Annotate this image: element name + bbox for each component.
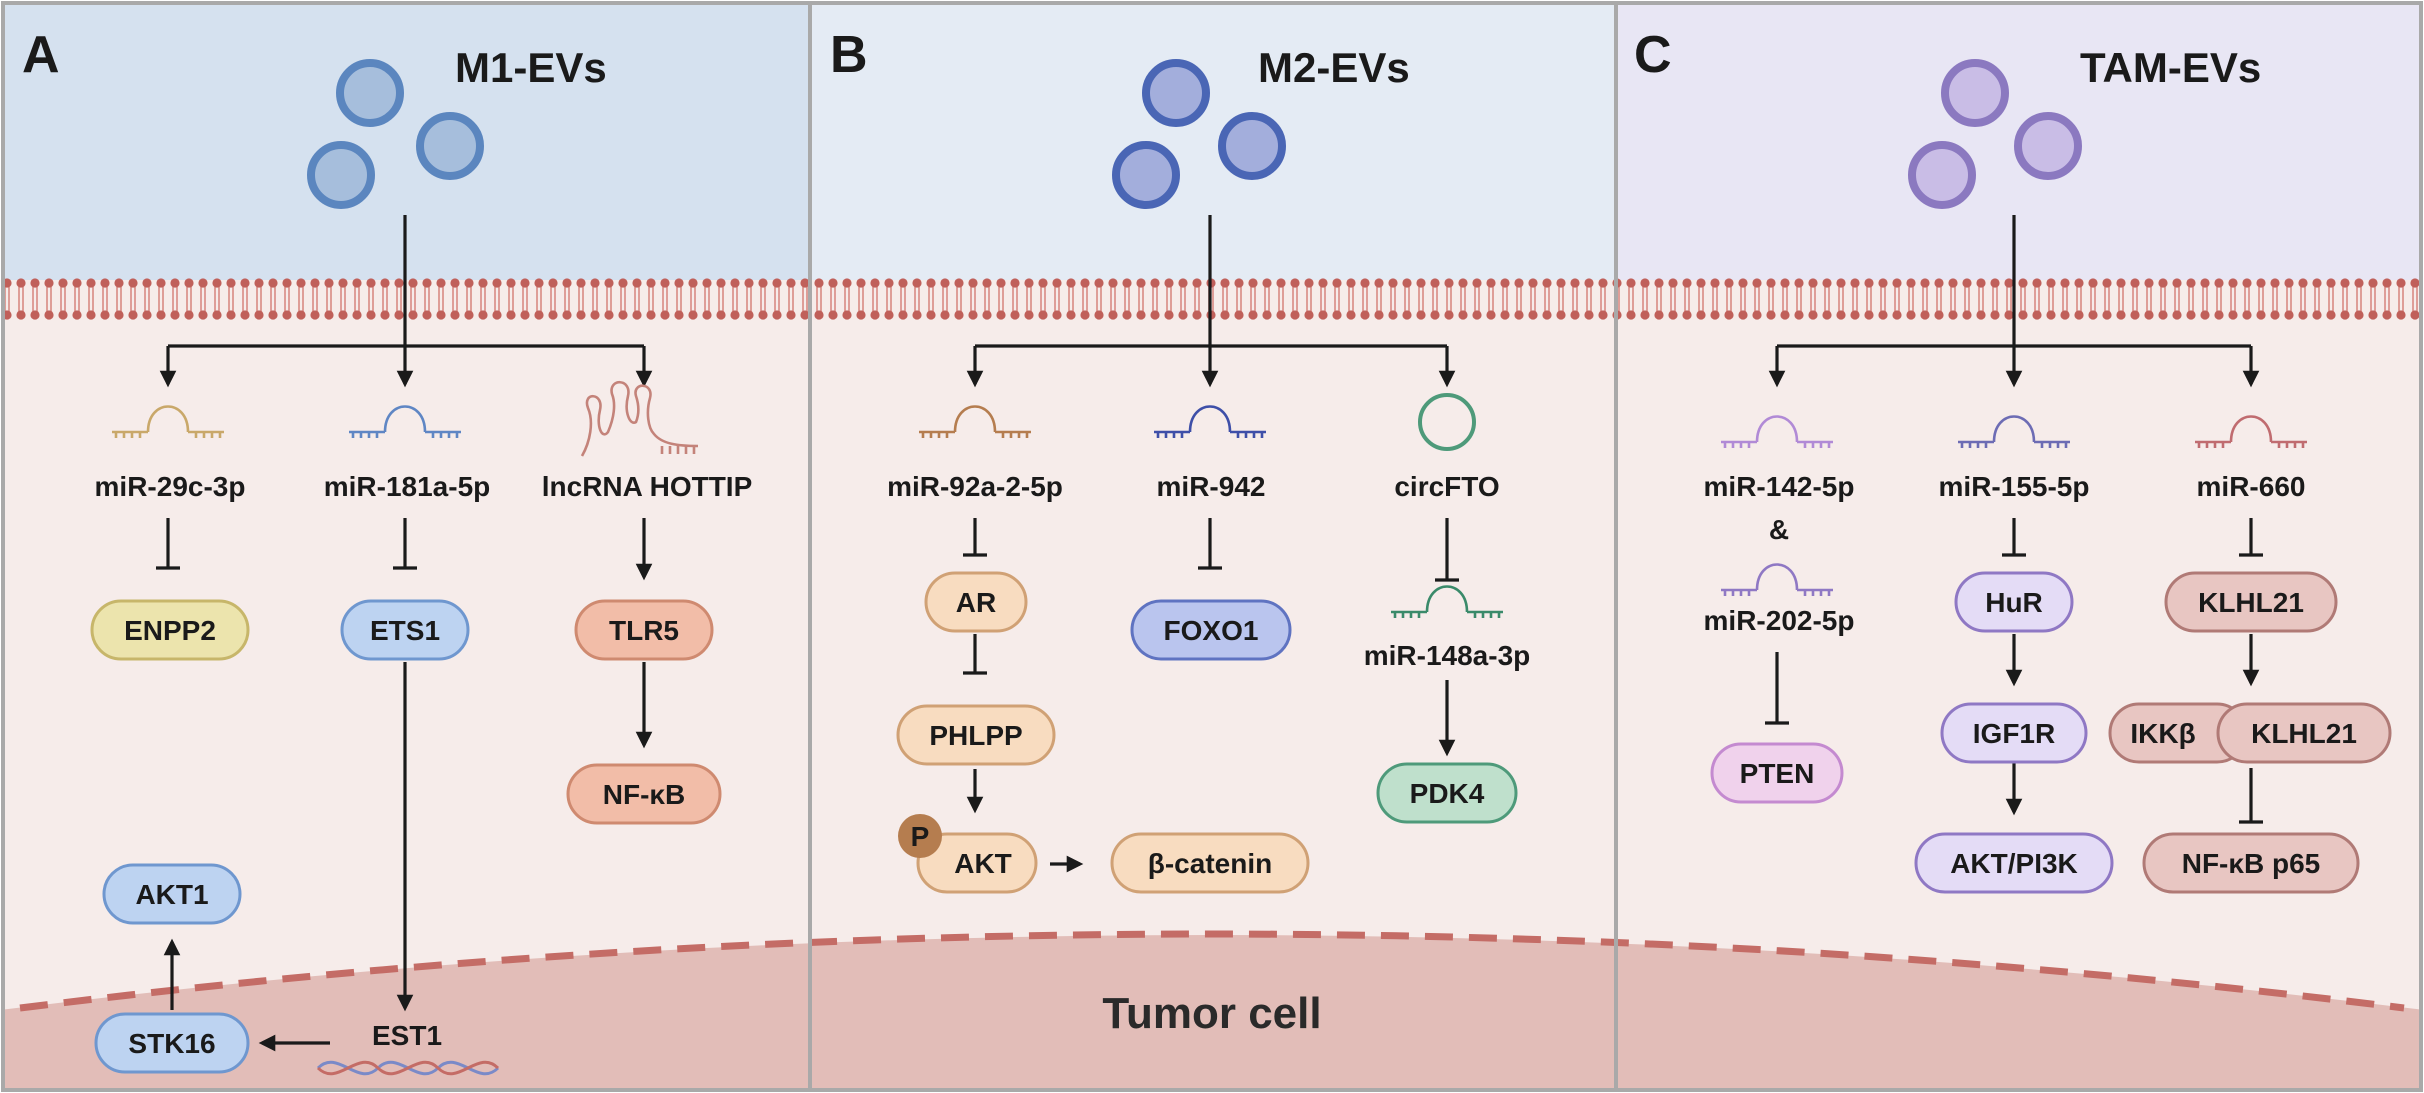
node-tlr5-label: TLR5 bbox=[609, 615, 679, 646]
rna-label: miR-148a-3p bbox=[1364, 640, 1531, 671]
node-aktpi3k-label: AKT/PI3K bbox=[1950, 848, 2078, 879]
node-bcatenin bbox=[1110, 832, 1310, 894]
panel-a-top-bg bbox=[4, 4, 810, 280]
node-nfkbp65 bbox=[2142, 832, 2360, 894]
node-nfkb-label: NF-κB bbox=[603, 779, 685, 810]
node-stk16-label: STK16 bbox=[128, 1028, 215, 1059]
mirna-icon bbox=[112, 405, 224, 438]
nucleus-body bbox=[4, 935, 2420, 1089]
node-nfkbp65-label: NF-κB p65 bbox=[2182, 848, 2321, 879]
nuclear-envelope bbox=[19, 930, 2405, 1012]
node-klhl21-complex bbox=[2216, 702, 2392, 764]
rna-label: miR-142-5p bbox=[1704, 471, 1855, 502]
node-pten-label: PTEN bbox=[1740, 758, 1815, 789]
node-ets1-label: ETS1 bbox=[370, 615, 440, 646]
node-klhl21-complex-label: KLHL21 bbox=[2251, 718, 2357, 749]
panel-b-letter: B bbox=[830, 26, 868, 84]
panel-a-title: M1-EVs bbox=[455, 44, 607, 91]
node-pten bbox=[1710, 742, 1844, 804]
node-igf1r bbox=[1940, 702, 2088, 764]
node-enpp2-label: ENPP2 bbox=[124, 615, 216, 646]
vesicle bbox=[307, 141, 375, 209]
node-akt bbox=[916, 832, 1038, 894]
panel-b-top-bg bbox=[810, 4, 1616, 280]
node-tlr5 bbox=[574, 599, 714, 661]
vesicle bbox=[1218, 112, 1286, 180]
phospho-label: P bbox=[911, 821, 930, 852]
node-igf1r-label: IGF1R bbox=[1973, 718, 2055, 749]
mirna-icon bbox=[1721, 563, 1833, 596]
cell-membrane bbox=[4, 278, 2420, 320]
rna-label: miR-29c-3p bbox=[95, 471, 246, 502]
circrna-icon bbox=[1418, 393, 1476, 451]
node-foxo1 bbox=[1130, 599, 1292, 661]
mirna-icon bbox=[1154, 405, 1266, 438]
rna-label: circFTO bbox=[1394, 471, 1499, 502]
vesicle bbox=[2014, 112, 2082, 180]
vesicle bbox=[1112, 141, 1180, 209]
vesicle bbox=[416, 112, 484, 180]
node-hur-label: HuR bbox=[1985, 587, 2043, 618]
node-pdk4-label: PDK4 bbox=[1410, 778, 1485, 809]
rna-label: miR-202-5p bbox=[1704, 605, 1855, 636]
node-stk16 bbox=[94, 1012, 250, 1074]
node-hur bbox=[1954, 571, 2074, 633]
node-akt1 bbox=[102, 863, 242, 925]
node-akt-label: AKT bbox=[954, 848, 1012, 879]
node-ets1 bbox=[340, 599, 470, 661]
dna-helix-icon bbox=[316, 1060, 500, 1076]
panel-b-title: M2-EVs bbox=[1258, 44, 1410, 91]
lncrna-icon bbox=[580, 380, 699, 457]
node-phlpp bbox=[896, 704, 1056, 766]
node-ar-label: AR bbox=[956, 587, 996, 618]
node-klhl21-label: KLHL21 bbox=[2198, 587, 2304, 618]
mirna-icon bbox=[1958, 415, 2070, 448]
node-bcatenin-label: β-catenin bbox=[1148, 848, 1272, 879]
vesicles-m1 bbox=[307, 59, 484, 209]
distribution-arrows bbox=[159, 215, 2260, 388]
rna-label: miR-181a-5p bbox=[324, 471, 491, 502]
node-enpp2 bbox=[90, 599, 250, 661]
rna-label: lncRNA HOTTIP bbox=[542, 471, 753, 502]
panel-a-letter: A bbox=[22, 26, 60, 84]
vesicles-tam bbox=[1908, 59, 2082, 209]
mirna-icon bbox=[1721, 415, 1833, 448]
ampersand-label: & bbox=[1769, 514, 1789, 545]
vesicle bbox=[1941, 59, 2009, 127]
rna-label: miR-155-5p bbox=[1939, 471, 2090, 502]
node-nfkb bbox=[566, 763, 722, 825]
panel-c-title: TAM-EVs bbox=[2080, 44, 2261, 91]
rna-label: miR-660 bbox=[2197, 471, 2306, 502]
node-klhl21 bbox=[2164, 571, 2338, 633]
vesicle bbox=[336, 59, 404, 127]
panel-c-letter: C bbox=[1634, 26, 1672, 84]
mirna-icon bbox=[2195, 415, 2307, 448]
node-foxo1-label: FOXO1 bbox=[1164, 615, 1259, 646]
rna-label: miR-942 bbox=[1157, 471, 1266, 502]
tumor-cell-label: Tumor cell bbox=[1102, 989, 1321, 1038]
node-phlpp-label: PHLPP bbox=[929, 720, 1022, 751]
node-aktpi3k bbox=[1914, 832, 2114, 894]
vesicle bbox=[1142, 59, 1210, 127]
vesicle bbox=[1908, 141, 1976, 209]
nucleus-region bbox=[4, 930, 2420, 1089]
pathway-connectors bbox=[156, 518, 2263, 1052]
vesicles-m2 bbox=[1112, 59, 1286, 209]
phospho-badge bbox=[898, 814, 942, 858]
node-ikkb-label: IKKβ bbox=[2130, 718, 2195, 749]
mirna-icon bbox=[919, 405, 1031, 438]
node-ar bbox=[924, 571, 1028, 633]
dna-label: EST1 bbox=[372, 1020, 442, 1051]
mirna-icon bbox=[1391, 585, 1503, 618]
rna-label: miR-92a-2-5p bbox=[887, 471, 1063, 502]
mirna-icon bbox=[349, 405, 461, 438]
node-akt1-label: AKT1 bbox=[135, 879, 208, 910]
node-pdk4 bbox=[1376, 762, 1518, 824]
